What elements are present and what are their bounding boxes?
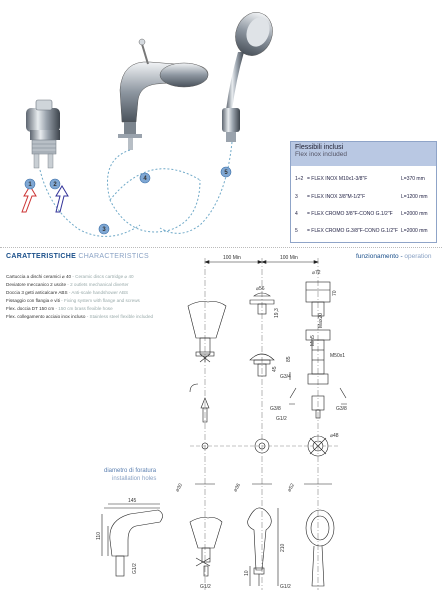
svg-text:5: 5 xyxy=(224,170,228,176)
dim-height-85: 85 xyxy=(286,356,292,362)
operation-label: funzionamento - operation xyxy=(356,253,432,260)
inlet-arrow-cold xyxy=(55,185,69,213)
dim-thread-g1-2-handle: G1/2 xyxy=(200,584,211,590)
product-illustration: 1 2 3 4 5 xyxy=(21,12,273,237)
dim-thread-g3-4: G3/4 xyxy=(280,374,291,380)
flex-row-desc: = FLEX INOX 3/8"M-1/2"F xyxy=(307,194,366,200)
flex-title: Flessibili inclusi xyxy=(295,144,344,151)
svg-text:3: 3 xyxy=(102,227,106,233)
feature-text: Cartuccia a dischi ceramici ⌀ 40 xyxy=(6,274,72,279)
dim-height-110: 110 xyxy=(96,532,102,540)
dim-diameter-56: ⌀56 xyxy=(256,286,265,292)
dim-thread-g1-2-shower: G1/2 xyxy=(280,584,291,590)
callout-1: 1 xyxy=(24,178,36,190)
operation-label-separator: - xyxy=(398,253,405,260)
svg-text:2: 2 xyxy=(53,182,57,188)
svg-text:1: 1 xyxy=(28,182,32,188)
dim-diameter-52: ⌀52 xyxy=(287,482,297,493)
feature-text-en: - 150 cm brass flexible hose xyxy=(55,306,113,311)
dim-width-145: 145 xyxy=(128,498,137,504)
flex-row-number: 4 xyxy=(295,211,298,217)
dim-thread-g3-8-left: G3/8 xyxy=(270,406,281,412)
operation-label-en: operation xyxy=(404,253,432,260)
section-divider xyxy=(0,247,442,248)
dim-diameter-36: ⌀36 xyxy=(233,482,243,493)
feature-item: Doccia 3 getti anticalcare ABS - Anti-sc… xyxy=(6,290,128,295)
feature-text-en: - Stainless steel flexible included xyxy=(86,314,154,319)
dim-diameter-48: ⌀48 xyxy=(330,433,339,439)
feature-text: Flex. collegamento acciaio inox incluso xyxy=(6,314,86,319)
svg-text:4: 4 xyxy=(143,176,147,182)
dim-height-19-3: 19,3 xyxy=(274,308,280,318)
dim-max-20: Max20 xyxy=(318,313,324,328)
dim-height-10: 10 xyxy=(244,570,250,576)
dim-100-min-left: 100 Min xyxy=(223,255,241,261)
drill-label-en: installation holes xyxy=(112,476,157,482)
flex-row-number: 5 xyxy=(295,228,298,234)
dim-height-210: 210 xyxy=(280,543,286,552)
feature-item: Deviatore meccanico 2 uscite - 2 outlets… xyxy=(6,282,129,287)
feature-text: Deviatore meccanico 2 uscite xyxy=(6,282,67,287)
flex-row-desc: = FLEX CROMO 3/8"F-CONO G.1/2"F xyxy=(307,211,393,217)
operation-label-it: funzionamento xyxy=(356,253,399,260)
dim-height-70: 70 xyxy=(332,290,338,296)
flex-row-number: 1÷2 xyxy=(295,176,304,182)
flex-row-length: L=1200 mm xyxy=(401,194,428,200)
flex-row-number: 3 xyxy=(295,194,298,200)
dim-diameter-30: ⌀30 xyxy=(175,482,185,493)
feature-text: Doccia 3 getti anticalcare ABS xyxy=(6,290,68,295)
feature-item: Cartuccia a dischi ceramici ⌀ 40 - Ceram… xyxy=(6,274,134,280)
dim-100-min-right: 100 Min xyxy=(280,255,298,261)
flex-included-box: Flessibili inclusi Flex inox included 1÷… xyxy=(290,141,437,243)
dim-thread-g1-2-top: G1/2 xyxy=(276,416,287,422)
feature-text-en: - Anti-scale handshower ABS xyxy=(68,290,129,295)
dim-diameter-72: ⌀72 xyxy=(312,270,321,276)
flex-row-desc: = FLEX CROMO G.3/8"F-CONO G.1/2"F xyxy=(307,228,398,234)
characteristics-title: CARATTERISTICHE CHARACTERISTICS xyxy=(6,253,149,260)
feature-text: Flex. doccia DT 150 cm xyxy=(6,306,55,311)
flex-subtitle: Flex inox included xyxy=(295,151,348,158)
callout-2: 2 xyxy=(49,178,61,190)
callout-5: 5 xyxy=(220,166,232,178)
feature-item: Flex. doccia DT 150 cm - 150 cm brass fl… xyxy=(6,306,113,311)
dim-thread-m50: M50x1 xyxy=(330,353,345,359)
drill-label: diametro di foratura xyxy=(104,468,157,474)
characteristics-title-en: CHARACTERISTICS xyxy=(78,253,149,260)
flex-row-desc: = FLEX INOX M10x1-3/8"F xyxy=(307,176,368,182)
dim-thread-g1-2-spout: G1/2 xyxy=(132,563,138,574)
feature-item: Flex. collegamento acciaio inox incluso … xyxy=(6,314,153,319)
valve-body-image xyxy=(26,99,60,169)
flex-row-length: L=2000 mm xyxy=(401,228,428,234)
feature-text-en: - 2 outlets mechanical diverter xyxy=(67,282,129,287)
inlet-arrow-hot xyxy=(21,185,37,213)
feature-text: Fissaggio con flangia e viti xyxy=(6,298,60,303)
flex-box-header: Flessibili inclusi Flex inox included xyxy=(291,142,436,166)
callout-3: 3 xyxy=(98,223,110,235)
flex-hose-3 xyxy=(39,169,141,237)
characteristics-title-it: CARATTERISTICHE xyxy=(6,253,77,260)
dim-height-45: 45 xyxy=(272,366,278,372)
callout-4: 4 xyxy=(139,172,151,184)
flex-row-length: L=370 mm xyxy=(401,176,425,182)
flex-row-length: L=2000 mm xyxy=(401,211,428,217)
feature-text-en: - Ceramic discs cartridge ⌀ 40 xyxy=(72,274,134,279)
feature-item: Fissaggio con flangia e viti - Fixing sy… xyxy=(6,298,140,303)
dim-thread-g3-8-right: G3/8 xyxy=(336,406,347,412)
dim-min-5: Min5 xyxy=(310,335,316,346)
mixer-spout-image xyxy=(118,38,209,150)
hand-shower-image xyxy=(222,12,273,142)
feature-text-en: - Fixing system with flange and screws xyxy=(61,298,140,303)
